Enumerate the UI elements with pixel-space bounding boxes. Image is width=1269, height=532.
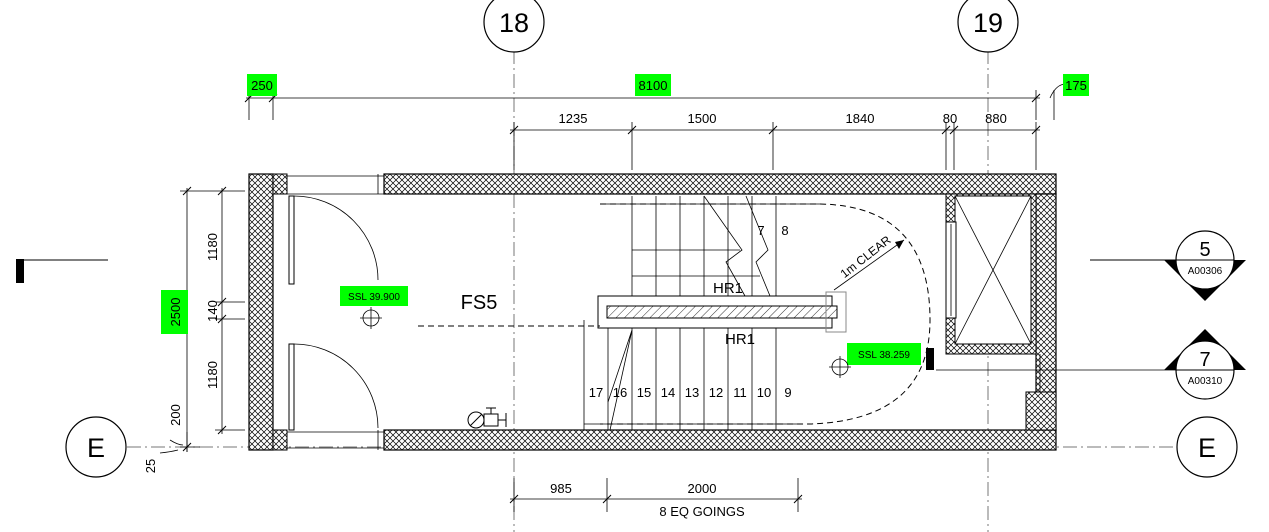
section-marker-5-sheet: A00306	[1188, 266, 1223, 277]
dim-left-seg-3: 1180	[205, 361, 220, 389]
level-right: SSL 38.259	[858, 350, 910, 361]
bottom-dimension	[509, 478, 803, 512]
handrail-label-upper: HR1	[713, 280, 743, 297]
dim-bottom-seg-1: 985	[550, 481, 572, 496]
dim-top-right-offset: 175	[1065, 78, 1087, 93]
tread-number-8: 8	[781, 223, 788, 238]
tread-number-13: 13	[685, 385, 699, 400]
stair-handrail	[597, 291, 847, 333]
top-segment-dimension	[509, 122, 1041, 170]
wall-top-left-stub	[272, 173, 288, 195]
dim-left-seg-1: 1180	[205, 233, 220, 261]
tread-number-9: 9	[784, 385, 791, 400]
section-marker-5-number: 5	[1199, 239, 1210, 261]
grid-bubble-19: 19	[957, 0, 1019, 53]
section-marker-left	[16, 259, 108, 283]
dim-left-offset-2: 25	[143, 459, 158, 473]
dim-bottom-seg-2: 2000	[688, 481, 717, 496]
pier-bottom-right	[1025, 391, 1057, 431]
tread-number-15: 15	[637, 385, 651, 400]
dim-bottom-note: 8 EQ GOINGS	[659, 504, 745, 519]
dim-highlight-8100	[635, 74, 671, 96]
level-target-left	[360, 307, 382, 329]
grid-bubble-e-left: E	[65, 416, 127, 478]
dim-top-seg-4: 80	[943, 111, 957, 126]
clearance-arrow	[833, 239, 905, 291]
level-left: SSL 39.900	[348, 292, 400, 303]
section-marker-5: 5 A00306	[1164, 230, 1246, 301]
stair-lower-flight	[583, 320, 800, 431]
tread-number-11: 11	[733, 385, 747, 400]
tread-number-17: 17	[589, 385, 603, 400]
door-lower	[288, 343, 379, 431]
clearance-note: 1m CLEAR	[838, 233, 894, 281]
section-marker-7: 7 A00310	[1164, 329, 1246, 400]
dim-left-seg-2: 140	[205, 300, 220, 322]
grid-bubble-18: 18	[483, 0, 545, 53]
left-segment-dimension	[215, 186, 245, 435]
tread-number-12: 12	[709, 385, 723, 400]
grid-bubble-e-left-label: E	[87, 433, 105, 463]
level-highlight-right	[847, 343, 921, 365]
stair-clearance-arc	[600, 203, 931, 425]
wall-bottom	[383, 429, 1057, 451]
grid-bubble-e-right: E	[1176, 416, 1238, 478]
dim-left-overall: 2500	[168, 298, 183, 327]
clearance-arrowhead	[895, 240, 904, 249]
section-marker-7-sheet: A00310	[1188, 376, 1223, 387]
grid-bubble-e-right-label: E	[1198, 433, 1216, 463]
level-highlight-left	[340, 286, 408, 306]
stair-upper-flight	[600, 195, 820, 298]
tread-number-10: 10	[757, 385, 771, 400]
dim-top-overall: 8100	[639, 78, 668, 93]
tread-number-16: 16	[613, 385, 627, 400]
wall-left	[248, 173, 274, 451]
grid-bubble-18-label: 18	[499, 8, 529, 38]
door-upper	[288, 195, 379, 285]
level-target-right	[829, 356, 851, 378]
dim-top-seg-2: 1500	[688, 111, 717, 126]
wall-bottom-left-stub	[272, 429, 288, 451]
dim-left-offset-1: 200	[168, 404, 183, 426]
room-label: FS5	[461, 292, 498, 314]
tread-number-7: 7	[757, 223, 764, 238]
dim-highlight-2500	[161, 290, 188, 334]
dim-highlight-250	[247, 74, 277, 96]
dim-top-left-offset: 250	[251, 78, 273, 93]
dim-top-seg-1: 1235	[559, 111, 588, 126]
hydrant-valve-icon	[467, 407, 507, 429]
wall-top	[383, 173, 1057, 195]
grid-bubble-19-label: 19	[973, 8, 1003, 38]
section-marker-7-number: 7	[1199, 349, 1210, 371]
tread-number-14: 14	[661, 385, 675, 400]
dim-top-seg-3: 1840	[846, 111, 875, 126]
handrail-label-lower: HR1	[725, 331, 755, 348]
shaft-enclosure	[945, 193, 1037, 355]
left-offset-dimension	[159, 432, 188, 454]
dim-top-seg-5: 880	[985, 111, 1007, 126]
post-marker	[926, 348, 934, 370]
dim-highlight-175	[1063, 74, 1089, 96]
